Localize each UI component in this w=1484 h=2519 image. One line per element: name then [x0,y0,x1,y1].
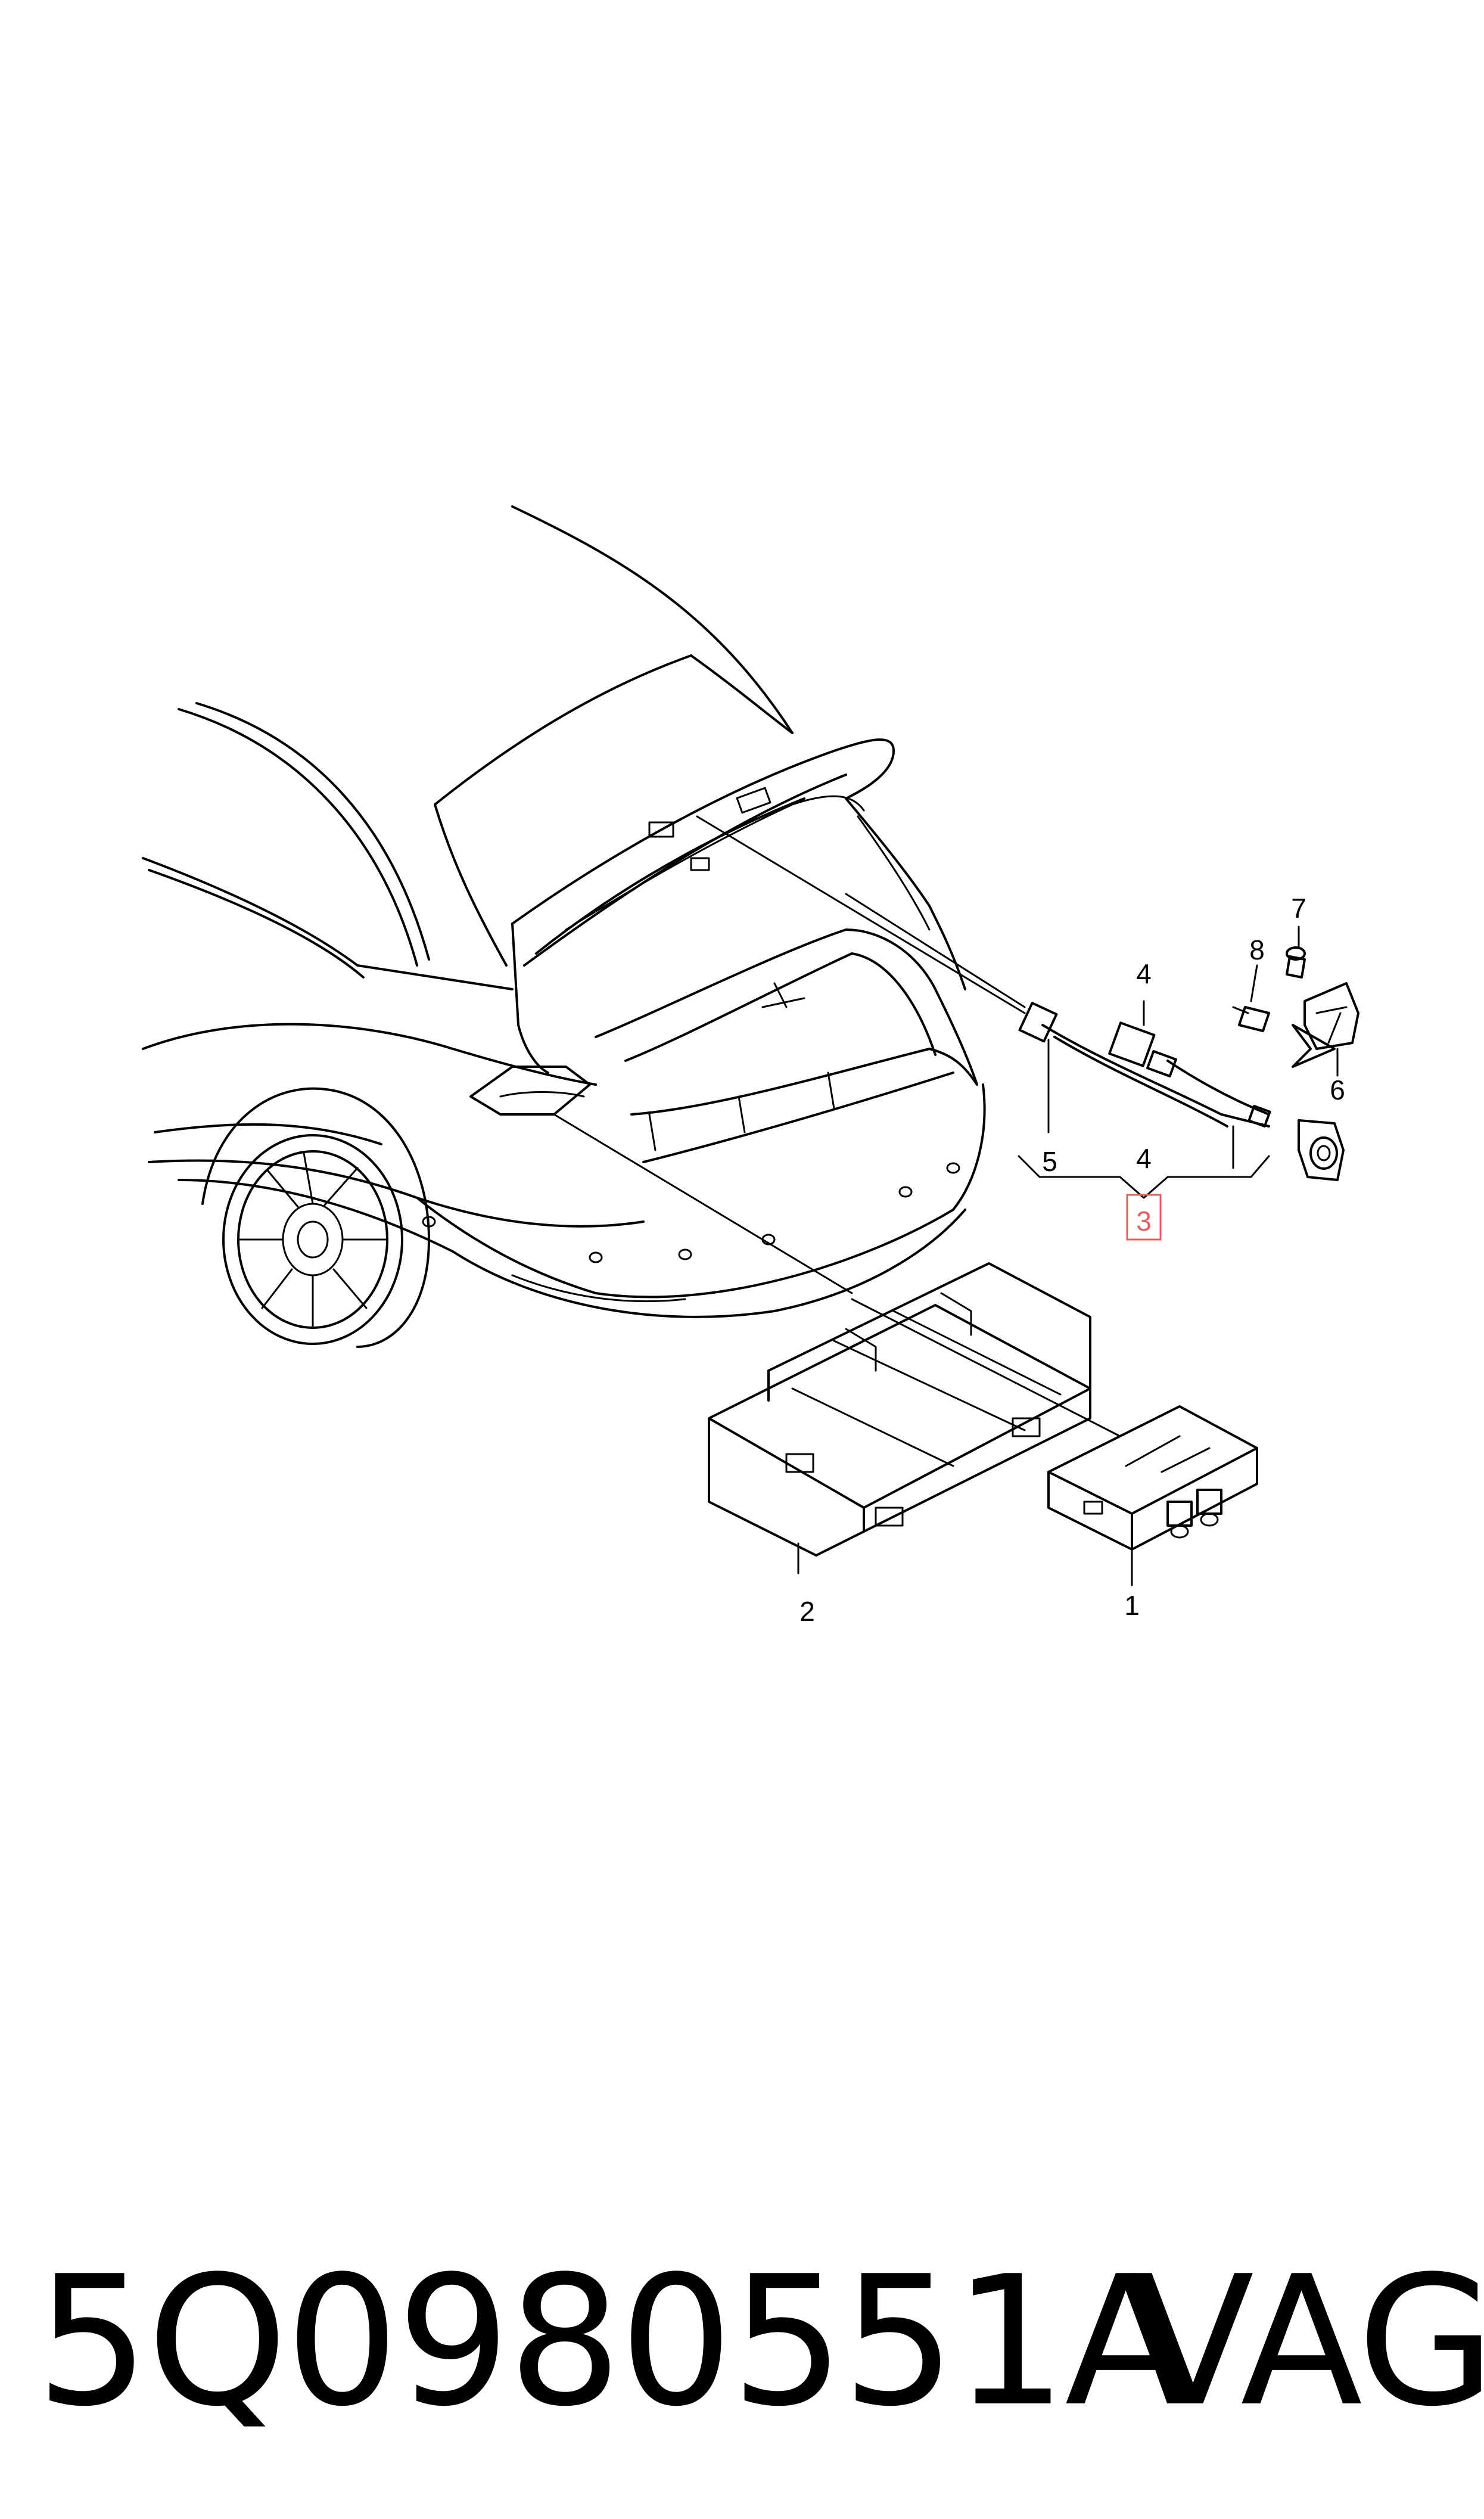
callout-2: 2 [799,1596,815,1627]
brand-name: VAG [1132,2238,1484,2446]
callout-5: 5 [1042,1146,1057,1177]
callout-6: 6 [1330,1074,1345,1105]
group-bracket [1018,1000,1270,1199]
control-unit [1047,1405,1258,1551]
callout-3: 3 [1136,1206,1152,1237]
callout-7: 7 [1291,893,1306,924]
footer: 5Q0980551A VAG [36,2229,1484,2455]
bracket-parts [1232,946,1359,1068]
callout-8: 8 [1249,934,1265,965]
callout-4a: 4 [1136,958,1152,989]
leader-lines [553,815,1121,1437]
callout-4b: 4 [1136,1143,1152,1174]
holder-tray [708,1262,1091,1574]
callout-labels: 1 2 4 4 5 6 7 8 3 [799,893,1345,1627]
callout-3-highlight [1126,1194,1162,1241]
part-number: 5Q0980551A [36,2238,1187,2446]
car-illustration [142,505,986,1348]
callout-1: 1 [1124,1590,1140,1621]
camera-harness [1018,1002,1345,1181]
